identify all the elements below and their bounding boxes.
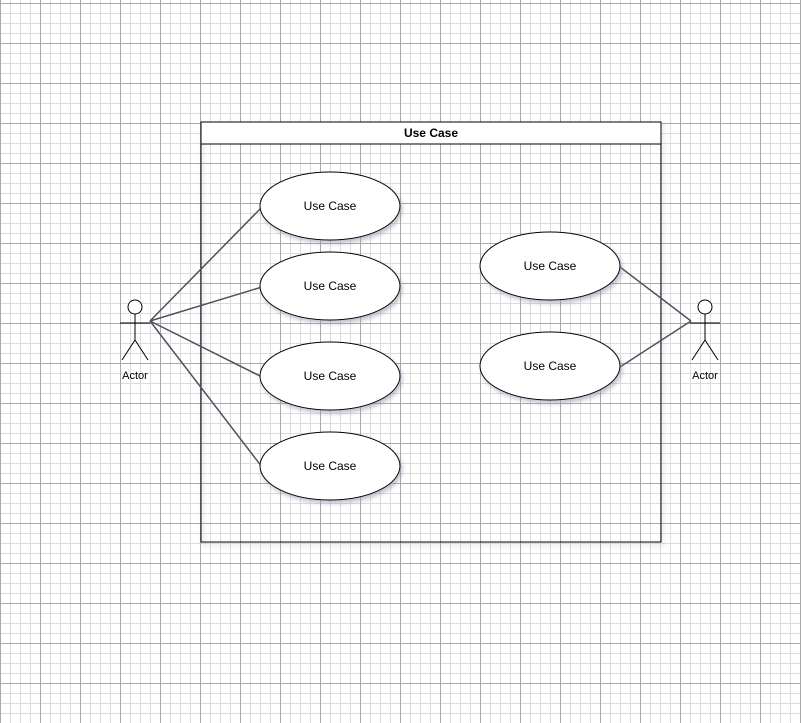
use-case-label: Use Case (304, 279, 357, 293)
actor-left[interactable]: Actor (120, 299, 150, 382)
use-case-6[interactable]: Use Case (479, 331, 621, 401)
use-case-ellipse (479, 231, 621, 301)
use-case-label: Use Case (304, 369, 357, 383)
system-boundary[interactable]: Use Case (200, 121, 662, 543)
use-case-1[interactable]: Use Case (259, 171, 401, 241)
use-case-5[interactable]: Use Case (479, 231, 621, 301)
use-case-label: Use Case (304, 459, 357, 473)
use-case-label: Use Case (524, 259, 577, 273)
actor-label: Actor (692, 370, 718, 382)
association-line[interactable] (149, 286, 263, 322)
use-case-ellipse (479, 331, 621, 401)
use-case-ellipse (259, 341, 401, 411)
use-case-ellipse (259, 431, 401, 501)
associations-left (149, 206, 263, 468)
use-case-ellipse (259, 251, 401, 321)
use-case-ellipse (259, 171, 401, 241)
stick-figure-icon (690, 299, 720, 361)
use-case-2[interactable]: Use Case (259, 251, 401, 321)
use-case-label: Use Case (524, 359, 577, 373)
association-line[interactable] (619, 266, 692, 322)
actor-right[interactable]: Actor (690, 299, 720, 382)
stick-figure-icon (120, 299, 150, 361)
association-line[interactable] (619, 320, 692, 368)
association-line[interactable] (149, 320, 263, 378)
use-case-4[interactable]: Use Case (259, 431, 401, 501)
use-case-3[interactable]: Use Case (259, 341, 401, 411)
system-boundary-title: Use Case (404, 126, 458, 140)
association-line[interactable] (149, 320, 263, 468)
use-case-label: Use Case (304, 199, 357, 213)
associations-right (619, 266, 692, 368)
system-boundary-header (200, 121, 662, 145)
actor-label: Actor (122, 370, 148, 382)
association-line[interactable] (149, 206, 263, 322)
